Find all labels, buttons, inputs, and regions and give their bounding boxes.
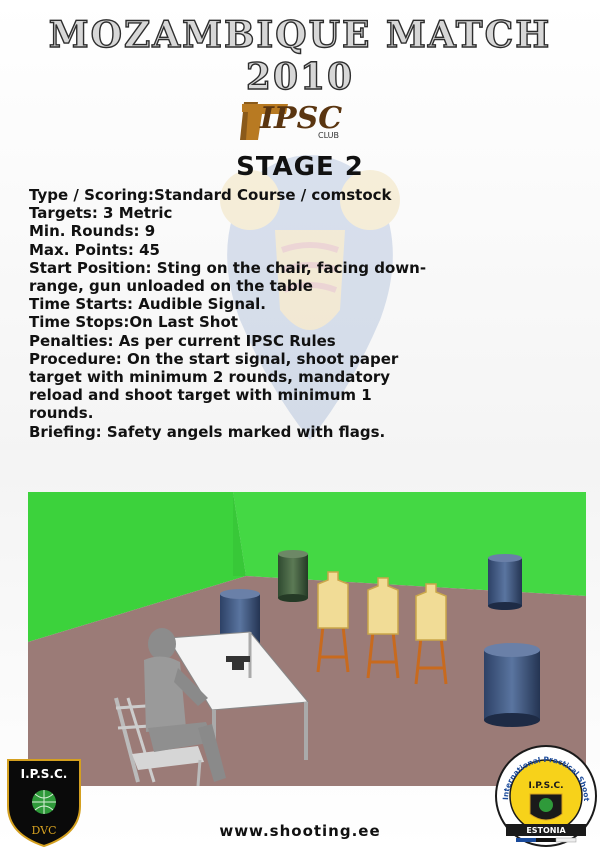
barrel-blue-back-right xyxy=(488,554,522,610)
ipsc-estonia-badge: International Practical Shooting Confede… xyxy=(494,744,597,847)
left-wall xyxy=(28,492,246,642)
detail-line: Briefing: Safety angels marked with flag… xyxy=(29,422,386,441)
badge-country: ESTONIA xyxy=(526,826,566,835)
detail-line: rounds. xyxy=(29,404,94,423)
footer-url[interactable]: www.shooting.ee xyxy=(219,822,381,840)
target-3 xyxy=(414,583,448,685)
stage-title: STAGE 2 xyxy=(236,152,364,182)
detail-line: Penalties: As per current IPSC Rules xyxy=(29,331,336,350)
detail-line: Max. Points: 45 xyxy=(29,240,160,259)
detail-line: Min. Rounds: 9 xyxy=(29,222,156,241)
detail-line: reload and shoot target with minimum 1 xyxy=(29,386,372,405)
detail-line: Time Stops:On Last Shot xyxy=(29,313,238,332)
barrel-blue-front-right xyxy=(484,643,540,727)
target-2 xyxy=(366,577,400,679)
page-title: MOZAMBIQUE MATCH 2010 xyxy=(48,13,552,98)
ipsc-club-logo: IPSC CLUB xyxy=(240,101,342,140)
globe-icon xyxy=(539,798,553,812)
barrel-green xyxy=(278,550,308,602)
detail-line: target with minimum 2 rounds, mandatory xyxy=(29,368,391,387)
badge-left-title: I.P.S.C. xyxy=(21,767,68,781)
logo-sub: CLUB xyxy=(318,131,339,140)
stage-scene-illustration xyxy=(28,492,586,786)
detail-line: Start Position: Sting on the chair, faci… xyxy=(29,258,427,277)
badge-left-motto: DVC xyxy=(32,824,57,837)
logo-letters: IPSC xyxy=(259,101,342,136)
pistol xyxy=(226,656,250,662)
badge-right-center: I.P.S.C. xyxy=(528,781,563,791)
detail-line: Time Starts: Audible Signal. xyxy=(29,295,266,314)
ipsc-badge-left: I.P.S.C. DVC xyxy=(7,759,81,848)
target-1 xyxy=(316,571,350,673)
detail-line: Type / Scoring:Standard Course / comstoc… xyxy=(29,186,392,204)
detail-line: Targets: 3 Metric xyxy=(29,204,173,223)
stage-details: Type / Scoring:Standard Course / comstoc… xyxy=(29,186,581,441)
background-crest xyxy=(220,155,400,440)
chair xyxy=(114,697,204,786)
seated-person xyxy=(144,628,226,782)
detail-line: range, gun unloaded on the table xyxy=(29,277,313,296)
detail-line: Procedure: On the start signal, shoot pa… xyxy=(29,349,399,368)
